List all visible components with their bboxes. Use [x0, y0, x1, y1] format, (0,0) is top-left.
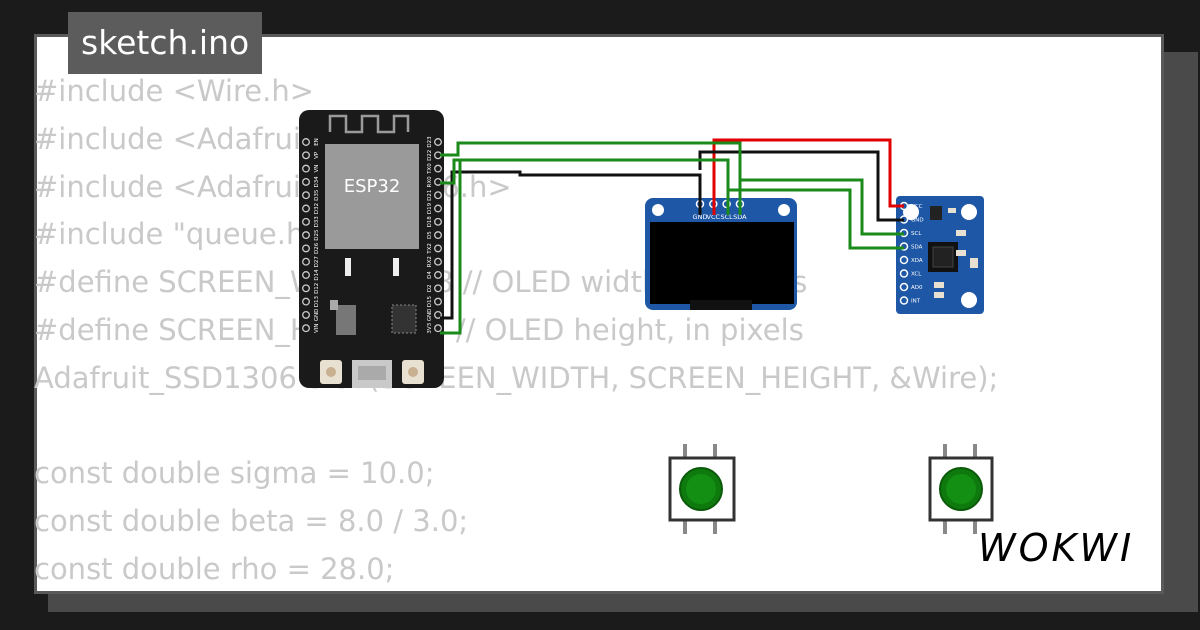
esp32-pin — [302, 151, 310, 160]
esp32-pin-label: D13 — [314, 295, 320, 307]
esp32-pin — [302, 177, 310, 186]
esp32-pin-label: D35 — [314, 189, 320, 201]
esp32-pin-label: GND — [314, 309, 320, 322]
esp32-pin-label: D2 — [427, 284, 433, 292]
code-line: const double beta = 8.0 / 3.0; — [34, 504, 469, 539]
esp32-chip-label: ESP32 — [344, 176, 401, 197]
esp32-pin-label: EN — [314, 138, 320, 146]
esp32-pin-label: D22 — [427, 150, 433, 161]
imu-pin-label: XDA — [911, 258, 923, 264]
code-line: #include <Wire.h> — [34, 74, 315, 108]
esp32-pin-label: VN — [314, 165, 320, 173]
wire-gnd-oled — [440, 170, 702, 320]
esp32-pin-label: RX0 — [427, 176, 433, 188]
oled-pin-label: SCL — [720, 213, 733, 221]
imu-pin — [899, 296, 909, 305]
wire-sda-oled — [440, 158, 730, 215]
esp32-pin — [302, 297, 310, 306]
push-button-1[interactable] — [668, 444, 736, 534]
esp32-pin — [434, 204, 442, 213]
imu-pin-label: GND — [911, 218, 924, 224]
esp32-pin — [434, 257, 442, 266]
esp32-pin — [302, 191, 310, 200]
esp32-pin — [302, 138, 310, 146]
esp32-pin-label: D32 — [314, 203, 320, 214]
wire-vcc — [712, 138, 904, 215]
esp32-pin — [434, 164, 442, 173]
esp32-pin — [434, 244, 442, 253]
esp32-pin-label: D23 — [427, 136, 433, 148]
wire-sda-imu — [728, 188, 904, 250]
esp32-pin-label: D12 — [314, 283, 320, 294]
wokwi-logo: WOKWI — [978, 526, 1135, 570]
esp32-pin — [302, 204, 310, 213]
esp32-pin-label: GND — [427, 309, 433, 322]
esp32-pin-label: VIN — [314, 323, 320, 333]
oled-pin-label: VCC — [707, 213, 721, 221]
esp32-pin — [302, 217, 310, 226]
esp32-pin — [434, 324, 442, 333]
esp32-pin-label: D21 — [427, 190, 433, 201]
esp32-pin-label: D18 — [427, 216, 433, 228]
wire-3v3 — [440, 160, 462, 335]
esp32-pin — [302, 164, 310, 173]
oled-pin-label: SDA — [733, 213, 747, 221]
esp32-pin — [434, 297, 442, 306]
imu-pin-label: VCC — [911, 204, 923, 210]
filename-tab[interactable]: sketch.ino — [68, 12, 263, 74]
imu-pin-label: SDA — [911, 245, 923, 251]
esp32-pin-label: D14 — [314, 269, 320, 281]
esp32-pin-label: D25 — [314, 229, 320, 241]
esp32-pin-label: D26 — [314, 242, 320, 254]
esp32-pin — [302, 271, 310, 279]
esp32-pin — [302, 284, 310, 293]
esp32-pin — [434, 284, 442, 293]
esp32-pin — [302, 257, 310, 266]
esp32-pin-label: D15 — [427, 295, 433, 307]
imu-pin-label: XCL — [911, 272, 922, 278]
code-line: const double sigma = 10.0; — [34, 456, 435, 491]
esp32-pin-label: D19 — [427, 202, 433, 214]
esp32-pin-label: TX0 — [427, 163, 433, 175]
imu-pin — [899, 282, 909, 292]
imu-pin — [899, 269, 909, 278]
esp32-pin — [434, 310, 442, 319]
oled-pin-label: GND — [693, 213, 708, 221]
code-line: const double rho = 28.0; — [34, 551, 395, 586]
esp32-pin-label: D34 — [314, 176, 320, 188]
esp32-pin-label: 3V3 — [427, 322, 433, 333]
imu-pin-label: INT — [911, 299, 921, 305]
wires — [440, 138, 904, 335]
wire-scl-oled — [440, 141, 742, 215]
imu-pin — [899, 255, 909, 265]
imu-pin-label: AD0 — [911, 285, 923, 291]
esp32-pin — [434, 138, 442, 146]
esp32-pin — [302, 244, 310, 253]
esp32-pin-label: D5 — [427, 231, 433, 239]
esp32-pin — [434, 271, 442, 279]
esp32-pin-label: RX2 — [427, 256, 433, 267]
code-line: Adafruit_SSD1306 oled(SCREEN_WIDTH, SCRE… — [34, 360, 999, 395]
esp32-pin — [302, 324, 310, 333]
esp32-pin — [302, 231, 310, 240]
esp32-board: ESP32 ENVPVND34D35D32D33D25D26D27D14D12D… — [299, 110, 444, 388]
esp32-pin-label: D4 — [427, 271, 433, 279]
code-line: #include "queue.h" — [34, 217, 318, 252]
push-button-2[interactable] — [928, 444, 994, 534]
esp32-pin-label: D33 — [314, 216, 320, 228]
imu-pin-label: SCL — [911, 231, 922, 237]
esp32-pin — [434, 191, 442, 200]
esp32-pin-label: TX2 — [427, 243, 433, 255]
wire-gnd-imu — [698, 150, 904, 222]
esp32-pin — [434, 217, 442, 226]
wire-scl-imu — [740, 178, 904, 236]
esp32-pin — [434, 231, 442, 240]
esp32-pin-label: D27 — [314, 256, 320, 268]
esp32-pin — [302, 310, 310, 319]
esp32-pin-label: VP — [314, 151, 320, 159]
